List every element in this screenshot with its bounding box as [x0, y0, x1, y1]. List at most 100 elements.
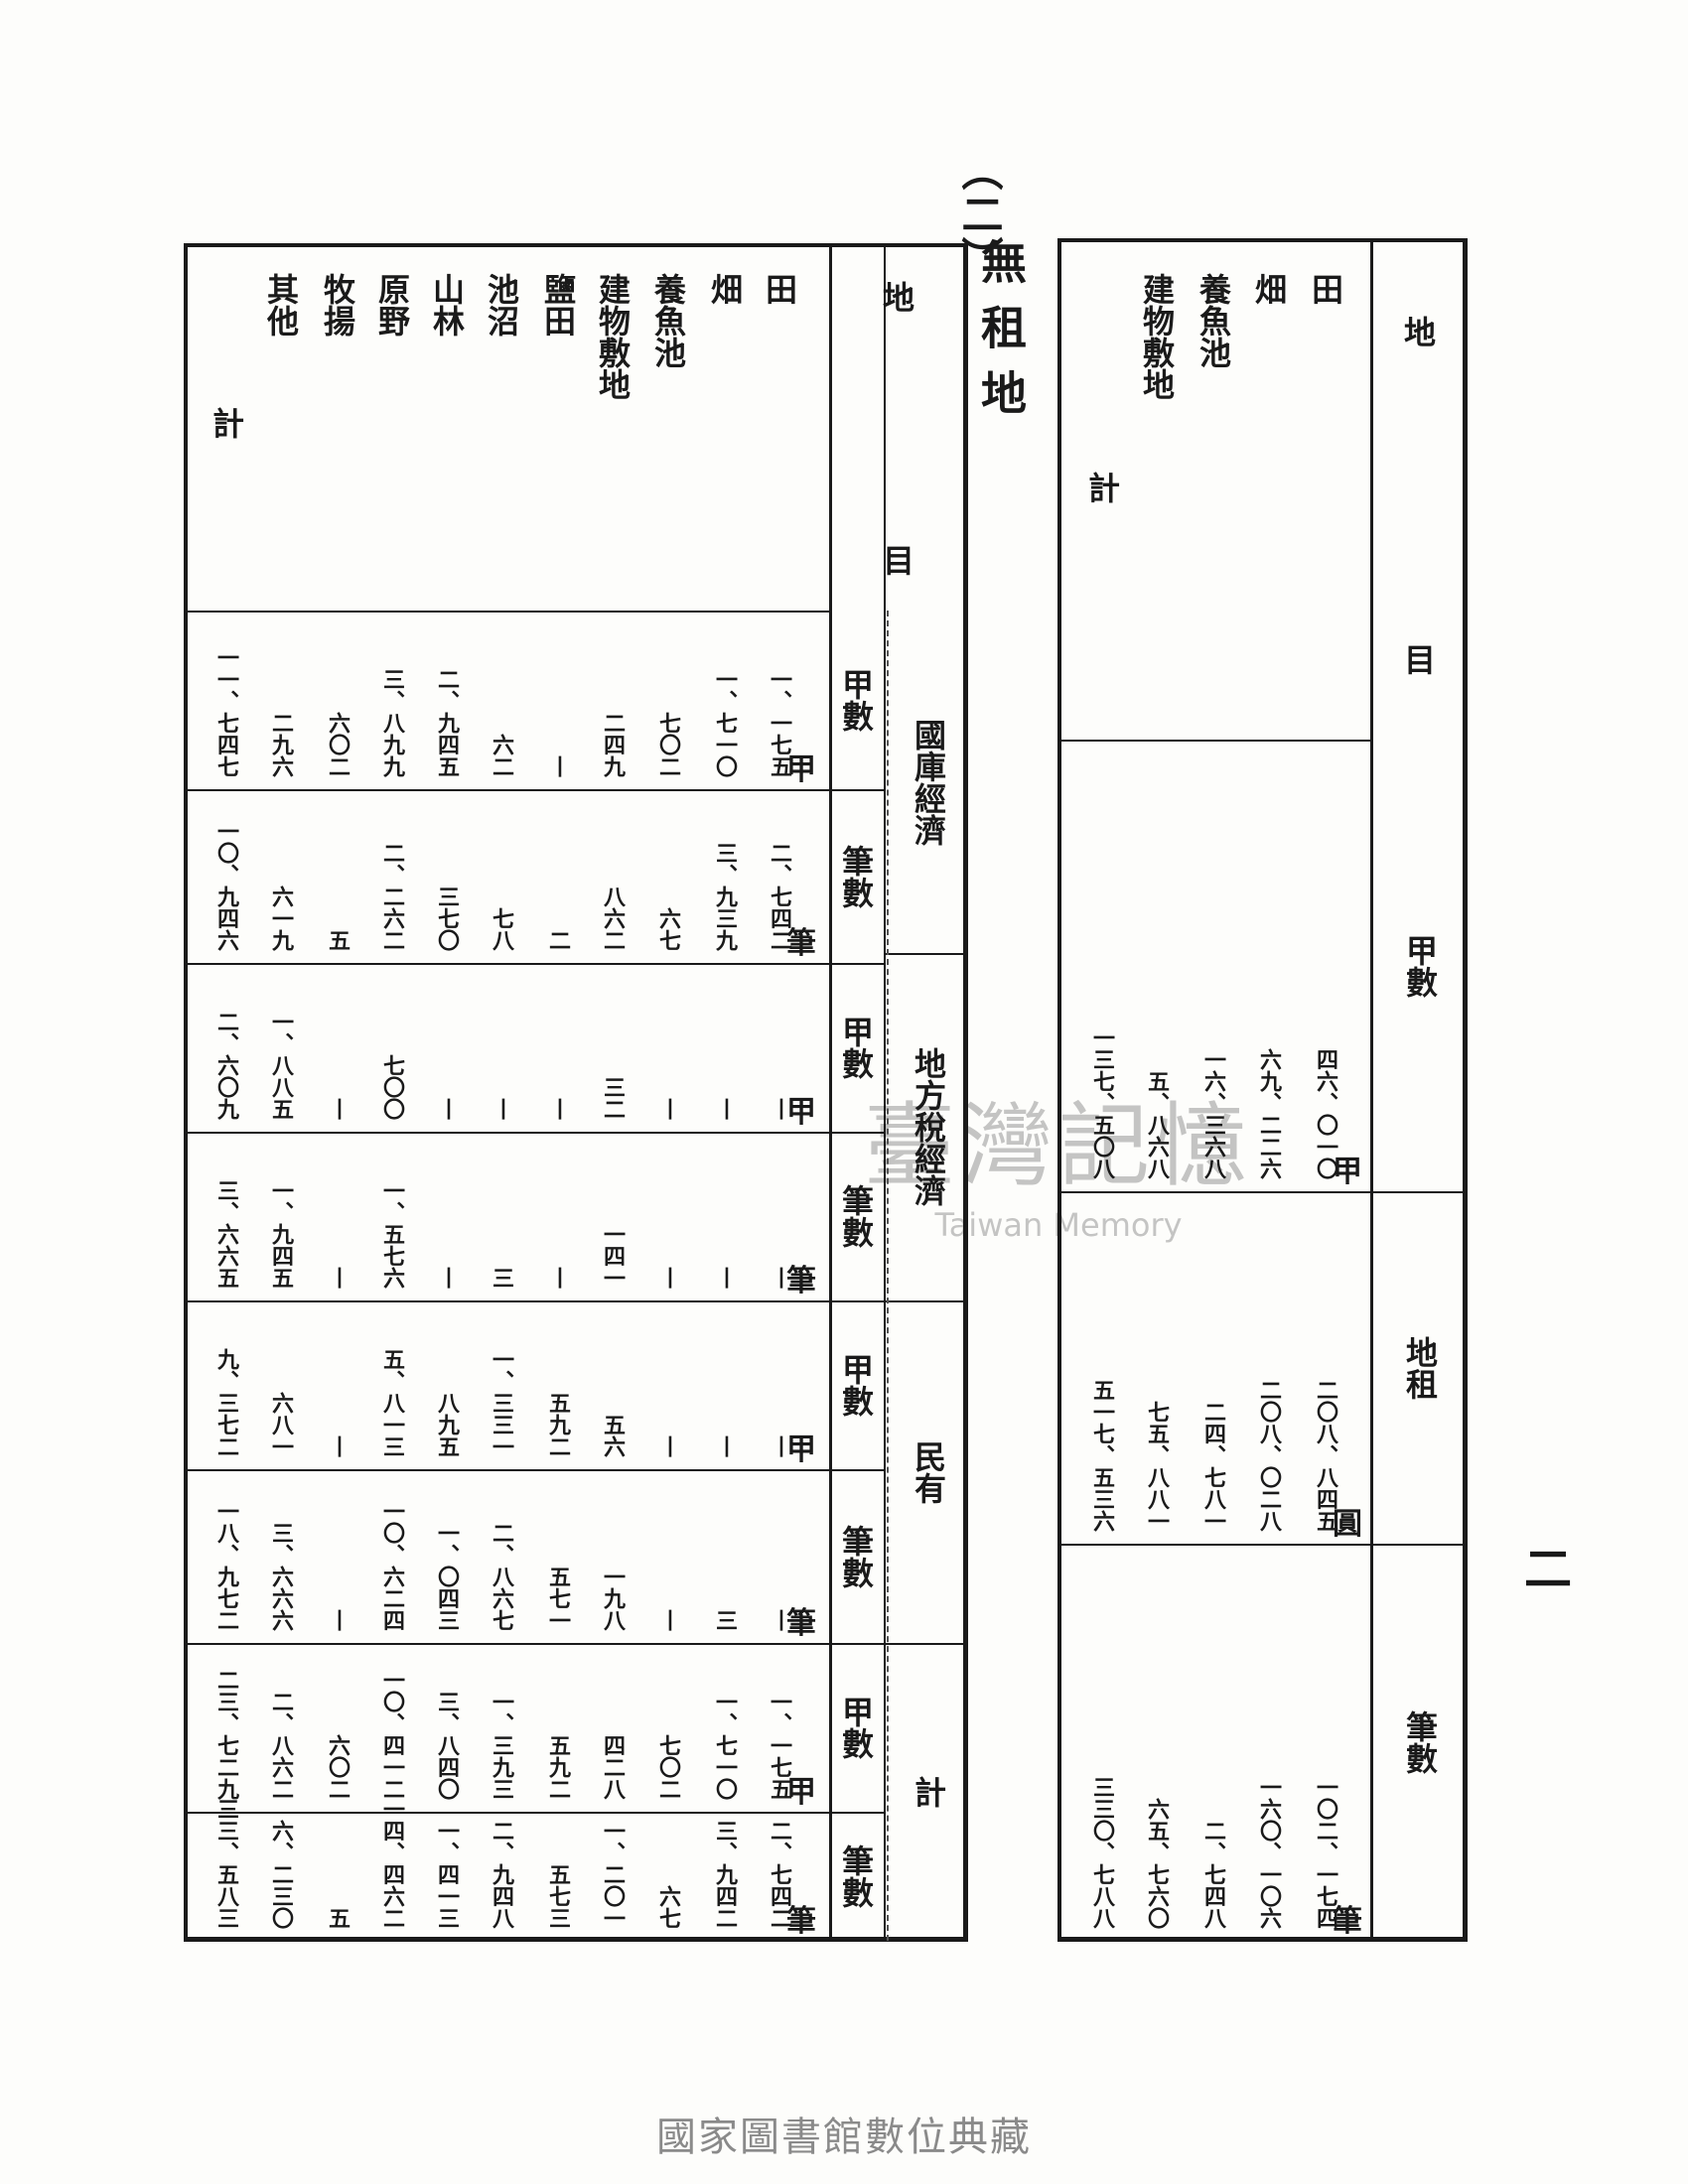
left-data-cell: 丨: [767, 1098, 792, 1120]
left-unit-label: 甲: [786, 752, 816, 787]
right-data-cell: 二〇八、八四五: [1313, 1379, 1338, 1532]
left-row-label: 牧揚: [319, 273, 356, 337]
left-data-cell: 三、八四〇: [434, 1691, 460, 1800]
left-data-cell: 一、一七五: [767, 668, 792, 777]
right-data-cell: 五一七、五三六: [1089, 1379, 1115, 1532]
watermark-logo-text: 臺灣記憶: [864, 1093, 1254, 1199]
left-table-right-border: [963, 243, 968, 1941]
left-data-cell: 一〇、六二四: [379, 1500, 405, 1631]
right-group-header: 地租: [1401, 1335, 1439, 1400]
left-unit-label: 甲: [786, 1775, 816, 1810]
left-data-cell: 五七一: [545, 1566, 571, 1631]
left-data-cell: 七八: [489, 907, 514, 951]
left-data-cell: 三二: [600, 1076, 626, 1120]
left-data-cell: 二、八六二: [268, 1691, 294, 1800]
left-data-cell: 七〇二: [655, 1734, 681, 1800]
left-data-cell: 一〇、九四六: [213, 820, 239, 951]
left-data-cell: 丨: [434, 1267, 460, 1289]
left-header-title-bottom: 目: [882, 542, 914, 580]
left-data-cell: 二、二六二: [379, 842, 405, 951]
left-subheader: 甲數: [837, 1696, 875, 1759]
right-table-top-border: [1057, 238, 1468, 242]
right-data-cell: 五、八六八: [1144, 1070, 1170, 1179]
left-data-cell: 七〇二: [655, 712, 681, 777]
left-data-cell: 丨: [767, 1267, 792, 1289]
section-title: 無租地: [974, 238, 1028, 435]
left-data-cell: 丨: [434, 1098, 460, 1120]
left-data-cell: 丨: [325, 1098, 351, 1120]
left-data-cell: 一、一七五: [767, 1691, 792, 1800]
left-header-title-top: 地: [882, 279, 914, 317]
left-table-top-border: [184, 243, 968, 247]
left-data-cell: 五七三: [545, 1863, 571, 1929]
right-band-divider: [1057, 1544, 1468, 1546]
left-data-cell: 一〇、四一二: [379, 1669, 405, 1800]
left-data-cell: 三、九三九: [712, 842, 738, 951]
right-table-bottom-border: [1057, 1937, 1468, 1942]
left-group-header: 國庫經濟: [910, 718, 947, 846]
right-data-cell: 一六〇、一〇六: [1256, 1776, 1282, 1929]
left-data-cell: 三七〇: [434, 886, 460, 951]
left-data-cell: 六八一: [268, 1392, 294, 1457]
left-data-cell: 丨: [325, 1609, 351, 1631]
right-header-divider: [1057, 740, 1370, 742]
left-data-cell: 丨: [325, 1267, 351, 1289]
right-table-left-border: [1057, 238, 1061, 1941]
left-data-cell: 三: [712, 1609, 738, 1631]
left-subheader: 筆數: [837, 1524, 875, 1588]
left-data-cell: 二三、七二九: [213, 1669, 239, 1800]
right-group-header: 筆數: [1401, 1710, 1439, 1774]
right-data-cell: 六五、七六〇: [1144, 1798, 1170, 1929]
left-data-cell: 丨: [489, 1098, 514, 1120]
right-data-cell: 七五、八八一: [1144, 1401, 1170, 1532]
left-data-cell: 六二: [489, 734, 514, 777]
left-data-cell: 二九六: [268, 712, 294, 777]
left-data-cell: 一九八: [600, 1566, 626, 1631]
left-data-cell: 二、七四二: [767, 1820, 792, 1929]
left-data-cell: 七〇〇: [379, 1054, 405, 1120]
left-row-label: 計: [208, 407, 245, 439]
left-data-cell: 三、九四二: [712, 1820, 738, 1929]
left-data-cell: 八六二: [600, 886, 626, 951]
left-band-divider: [184, 1132, 884, 1134]
right-data-cell: 二、七四八: [1200, 1820, 1226, 1929]
left-data-cell: 六七: [655, 907, 681, 951]
left-data-cell: 丨: [325, 1435, 351, 1457]
left-data-cell: 丨: [767, 1435, 792, 1457]
left-data-cell: 五: [325, 1907, 351, 1929]
left-table-bottom-border: [184, 1937, 968, 1942]
left-data-cell: 一、三九三: [489, 1691, 514, 1800]
left-data-cell: 丨: [712, 1435, 738, 1457]
left-subcol-divider: [829, 243, 832, 1941]
left-unit-label: 筆: [786, 926, 816, 961]
left-data-cell: 四二八: [600, 1734, 626, 1800]
left-data-cell: 一、七一〇: [712, 1691, 738, 1800]
left-data-cell: 一、八八五: [268, 1011, 294, 1120]
left-row-label: 原野: [373, 273, 411, 337]
left-data-cell: 二四九: [600, 712, 626, 777]
left-unit-label: 筆: [786, 1264, 816, 1298]
left-data-cell: 丨: [712, 1267, 738, 1289]
left-data-cell: 丨: [545, 1098, 571, 1120]
left-data-cell: 一、五七六: [379, 1179, 405, 1289]
left-table-left-border: [184, 243, 188, 1941]
left-data-cell: 一一、七四七: [213, 646, 239, 777]
right-data-cell: 三三〇、七八八: [1089, 1776, 1115, 1929]
left-data-cell: 一、四一三: [434, 1820, 460, 1929]
left-band-divider: [184, 963, 884, 965]
left-data-cell: 一四、四六二: [379, 1798, 405, 1929]
left-data-cell: 三、八九九: [379, 668, 405, 777]
right-row-label: 田: [1307, 273, 1344, 305]
left-data-cell: 一、九四五: [268, 1179, 294, 1289]
library-footer: 國家圖書館數位典藏: [656, 2115, 1032, 2160]
left-band-divider: [184, 1812, 884, 1814]
left-group-header: 計: [910, 1776, 947, 1808]
left-row-label: 山林: [428, 273, 466, 337]
right-band-divider: [1057, 1191, 1468, 1193]
left-subheader: 甲數: [837, 668, 875, 732]
right-header-title-top: 地: [1403, 314, 1436, 351]
left-data-cell: 二、六〇九: [213, 1011, 239, 1120]
left-subheader: 筆數: [837, 844, 875, 908]
left-data-cell: 六一九: [268, 886, 294, 951]
left-data-cell: 一、七一〇: [712, 668, 738, 777]
